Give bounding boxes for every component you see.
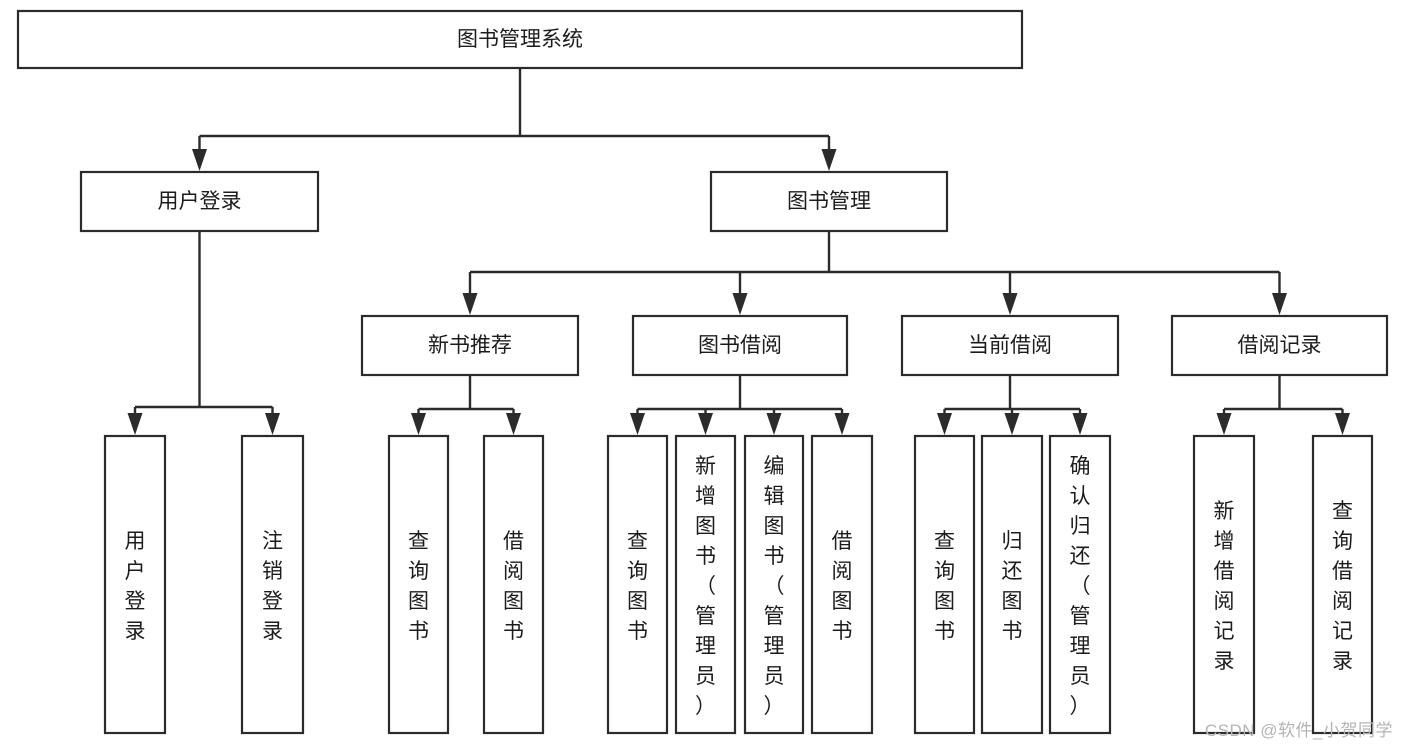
node-label: 新书推荐	[428, 334, 512, 357]
node-label: 借阅图书	[832, 530, 853, 643]
node-layer: 图书管理系统用户登录图书管理新书推荐图书借阅当前借阅借阅记录用户登录注销登录查询…	[16, 9, 1389, 735]
node-label: 借阅图书	[503, 530, 524, 643]
arrow-head-icon	[1272, 293, 1287, 315]
node-box[interactable]	[387, 434, 450, 735]
node-leaf-borrow-book-2[interactable]: 借阅图书	[810, 434, 874, 735]
node-box[interactable]	[360, 314, 580, 377]
node-label: 图书管理系统	[457, 28, 583, 51]
node-leaf-return-book[interactable]: 归还图书	[980, 434, 1044, 735]
node-leaf-add-book[interactable]: 新增图书（管理员）	[674, 434, 737, 735]
arrow-head-icon	[766, 413, 782, 435]
node-label: 查询图书	[627, 530, 648, 643]
node-box[interactable]	[743, 434, 805, 735]
node-label: 用户登录	[158, 190, 242, 213]
node-label: 查询图书	[934, 530, 955, 643]
node-label: 图书借阅	[698, 334, 782, 357]
node-label: 新增图书（管理员）	[695, 455, 716, 718]
node-box[interactable]	[1311, 434, 1374, 735]
node-label: 编辑图书（管理员）	[764, 455, 785, 718]
node-label: 借阅记录	[1238, 334, 1322, 357]
node-box[interactable]	[103, 434, 167, 735]
node-user-login[interactable]: 用户登录	[79, 170, 320, 233]
node-box[interactable]	[980, 434, 1044, 735]
node-box[interactable]	[240, 434, 305, 735]
node-box[interactable]	[79, 170, 320, 233]
node-label: 当前借阅	[968, 334, 1052, 357]
node-leaf-edit-book[interactable]: 编辑图书（管理员）	[743, 434, 805, 735]
node-leaf-add-record[interactable]: 新增借阅记录	[1192, 434, 1256, 735]
node-box[interactable]	[16, 9, 1024, 70]
arrow-head-icon	[821, 149, 837, 171]
node-leaf-query-book-2[interactable]: 查询图书	[606, 434, 669, 735]
node-leaf-query-book-3[interactable]: 查询图书	[913, 434, 976, 735]
arrow-head-icon	[462, 293, 478, 315]
node-leaf-query-record[interactable]: 查询借阅记录	[1311, 434, 1374, 735]
node-box[interactable]	[913, 434, 976, 735]
arrow-head-icon	[411, 413, 426, 435]
node-leaf-confirm-return[interactable]: 确认归还（管理员）	[1048, 434, 1112, 735]
arrow-head-icon	[834, 413, 850, 435]
node-borrow-record[interactable]: 借阅记录	[1170, 314, 1389, 377]
arrow-head-icon	[937, 413, 952, 435]
node-book-manage[interactable]: 图书管理	[709, 170, 949, 233]
node-new-book-rec[interactable]: 新书推荐	[360, 314, 580, 377]
node-label: 图书管理	[787, 190, 871, 213]
node-label: 用户登录	[125, 530, 146, 643]
arrow-head-icon	[630, 413, 645, 435]
connector-layer	[127, 68, 1350, 435]
node-box[interactable]	[631, 314, 849, 377]
arrow-head-icon	[1072, 413, 1088, 435]
node-box[interactable]	[674, 434, 737, 735]
node-box[interactable]	[1192, 434, 1256, 735]
arrow-head-icon	[127, 413, 143, 435]
arrow-head-icon	[192, 149, 207, 171]
node-current-borrow[interactable]: 当前借阅	[900, 314, 1120, 377]
arrow-head-icon	[732, 293, 748, 315]
arrow-head-icon	[506, 413, 521, 435]
node-label: 查询借阅记录	[1332, 500, 1353, 673]
node-box[interactable]	[900, 314, 1120, 377]
arrow-head-icon	[1002, 293, 1018, 315]
arrow-head-icon	[265, 413, 280, 435]
arrow-head-icon	[1335, 413, 1350, 435]
node-box[interactable]	[1170, 314, 1389, 377]
node-label: 注销登录	[262, 530, 283, 643]
arrow-head-icon	[1004, 413, 1020, 435]
node-box[interactable]	[810, 434, 874, 735]
node-box[interactable]	[1048, 434, 1112, 735]
node-label: 归还图书	[1002, 530, 1023, 643]
node-box[interactable]	[606, 434, 669, 735]
arrow-head-icon	[698, 413, 713, 435]
node-root[interactable]: 图书管理系统	[16, 9, 1024, 70]
node-leaf-user-login[interactable]: 用户登录	[103, 434, 167, 735]
node-box[interactable]	[482, 434, 545, 735]
node-book-borrow[interactable]: 图书借阅	[631, 314, 849, 377]
node-label: 新增借阅记录	[1214, 500, 1235, 673]
node-leaf-query-book-1[interactable]: 查询图书	[387, 434, 450, 735]
node-label: 确认归还（管理员）	[1070, 455, 1091, 718]
node-leaf-borrow-book-1[interactable]: 借阅图书	[482, 434, 545, 735]
node-box[interactable]	[709, 170, 949, 233]
node-leaf-logout[interactable]: 注销登录	[240, 434, 305, 735]
arrow-head-icon	[1216, 413, 1232, 435]
node-label: 查询图书	[408, 530, 429, 643]
watermark-label: CSDN @软件_小贺同学	[1204, 721, 1393, 740]
